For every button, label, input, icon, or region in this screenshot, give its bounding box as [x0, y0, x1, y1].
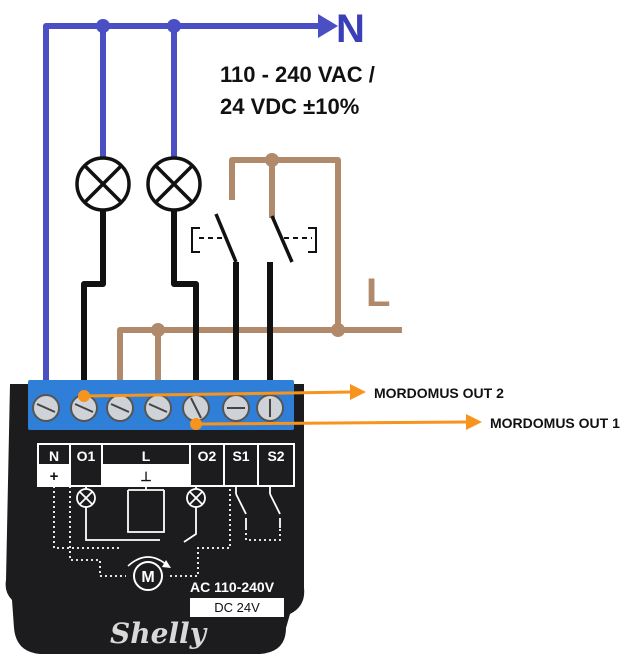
lamp-icon	[146, 156, 202, 212]
live-wiring	[117, 157, 402, 384]
neutral-arrow-head	[318, 14, 338, 38]
terminal-screw	[32, 394, 60, 422]
mordomus-out-1-arrow	[195, 414, 482, 430]
lamp-1-to-o1-wire	[81, 210, 106, 384]
mordomus-out-1-label: MORDOMUS OUT 1	[490, 415, 620, 431]
terminal-screw	[106, 394, 134, 422]
mordomus-out-2-arrow	[83, 384, 366, 400]
terminal-label-o1: O1	[77, 448, 96, 464]
live-bus-wire	[117, 327, 402, 384]
junction-dot	[265, 153, 279, 167]
mordomus-out-2-label: MORDOMUS OUT 2	[374, 385, 504, 401]
junction-dot	[167, 19, 181, 33]
supply-voltage-line-1: 110 - 240 VAC /	[220, 62, 375, 87]
supply-voltage-line-2: 24 VDC ±10%	[220, 94, 359, 119]
dc-plus-label: +	[50, 468, 59, 485]
terminal-label-s1: S1	[232, 448, 249, 464]
load-wiring	[81, 210, 273, 384]
brand-logo: Shelly	[110, 617, 208, 650]
junction-dot	[151, 323, 165, 337]
terminal-screw	[222, 394, 250, 422]
motor-label: M	[141, 569, 154, 586]
lamp-2	[146, 156, 202, 212]
neutral-label: N	[336, 7, 365, 51]
junction-dot	[96, 19, 110, 33]
dc-rating-box	[190, 598, 284, 617]
junction-dot	[331, 323, 345, 337]
motor-icon: M	[127, 556, 171, 591]
neutral-wiring	[43, 23, 328, 384]
switch-1	[191, 213, 238, 263]
terminal-label-n: N	[49, 448, 59, 464]
switch-2	[270, 215, 317, 263]
terminal-label-l: L	[142, 448, 151, 464]
terminal-screw	[70, 394, 98, 422]
live-label: L	[366, 271, 390, 315]
shelly-device: N O1 L O2 S1 S2 + ⊥	[5, 380, 305, 654]
terminal-label-o2: O2	[198, 448, 217, 464]
internal-schematic	[53, 486, 281, 577]
device-body	[5, 384, 305, 654]
terminal-label-s2: S2	[267, 448, 284, 464]
dc-ground-label: ⊥	[140, 469, 151, 484]
neutral-bus-wire	[43, 23, 328, 384]
live-supply-wire	[229, 157, 341, 330]
terminal-screw	[182, 394, 210, 422]
dc-rating-label: DC 24V	[214, 600, 260, 615]
lamp-1	[75, 156, 131, 212]
lamp-2-to-o2-wire	[171, 210, 199, 384]
terminal-screws	[32, 394, 284, 422]
lamp-icon	[75, 156, 131, 212]
ac-rating-label: AC 110-240V	[190, 579, 275, 595]
terminal-screw	[144, 394, 172, 422]
terminal-screw	[256, 394, 284, 422]
